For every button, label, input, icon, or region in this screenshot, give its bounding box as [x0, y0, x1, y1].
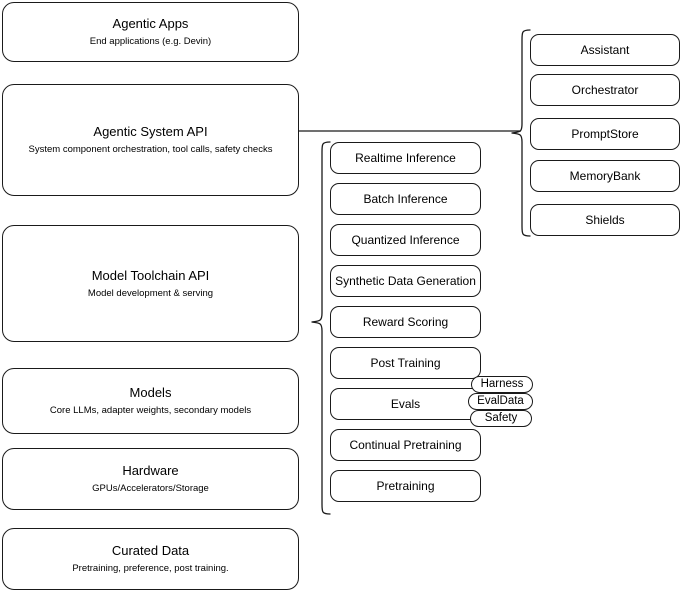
evals-badge-harness[interactable]: Harness — [471, 376, 533, 393]
system-component-memorybank[interactable]: MemoryBank — [530, 160, 680, 192]
system-component-label: Shields — [585, 213, 625, 227]
layer-curated-data[interactable]: Curated Data Pretraining, preference, po… — [2, 528, 299, 590]
toolchain-label: Reward Scoring — [362, 315, 449, 329]
layer-title: Hardware — [122, 463, 179, 478]
layer-subtitle: Model development & serving — [87, 287, 214, 299]
system-component-label: PromptStore — [571, 127, 639, 141]
toolchain-pretraining[interactable]: Pretraining — [330, 470, 481, 502]
toolchain-quantized-inference[interactable]: Quantized Inference — [330, 224, 481, 256]
toolchain-label: Pretraining — [376, 479, 435, 493]
layer-title: Agentic System API — [93, 124, 208, 139]
system-component-assistant[interactable]: Assistant — [530, 34, 680, 66]
badge-label: EvalData — [477, 395, 524, 407]
layer-subtitle: Core LLMs, adapter weights, secondary mo… — [49, 405, 252, 416]
layer-agentic-system-api[interactable]: Agentic System API System component orch… — [2, 84, 299, 196]
toolchain-reward-scoring[interactable]: Reward Scoring — [330, 306, 481, 338]
toolchain-post-training[interactable]: Post Training — [330, 347, 481, 379]
system-component-label: Assistant — [580, 43, 630, 57]
toolchain-label: Realtime Inference — [355, 151, 456, 165]
layer-subtitle: End applications (e.g. Devin) — [89, 36, 212, 47]
badge-label: Harness — [480, 378, 524, 390]
toolchain-evals[interactable]: Evals — [330, 388, 481, 420]
layer-title: Models — [129, 385, 172, 400]
system-component-shields[interactable]: Shields — [530, 204, 680, 236]
toolchain-realtime-inference[interactable]: Realtime Inference — [330, 142, 481, 174]
layer-agentic-apps[interactable]: Agentic Apps End applications (e.g. Devi… — [2, 2, 299, 62]
toolchain-label: Quantized Inference — [351, 233, 460, 247]
layer-title: Model Toolchain API — [91, 267, 210, 283]
system-component-label: Orchestrator — [571, 83, 639, 97]
layer-model-toolchain-api[interactable]: Model Toolchain API Model development & … — [2, 225, 299, 342]
brace-system-components — [510, 28, 532, 248]
toolchain-continual-pretraining[interactable]: Continual Pretraining — [330, 429, 481, 461]
brace-toolchain-components — [310, 140, 332, 518]
toolchain-label: Synthetic Data Generation — [335, 274, 476, 288]
evals-badge-safety[interactable]: Safety — [470, 410, 532, 427]
layer-subtitle: System component orchestration, tool cal… — [28, 144, 273, 155]
layer-subtitle: Pretraining, preference, post training. — [72, 563, 229, 574]
toolchain-batch-inference[interactable]: Batch Inference — [330, 183, 481, 215]
layer-title: Agentic Apps — [112, 16, 189, 31]
system-component-promptstore[interactable]: PromptStore — [530, 118, 680, 150]
toolchain-synthetic-data-generation[interactable]: Synthetic Data Generation — [330, 265, 481, 297]
system-component-orchestrator[interactable]: Orchestrator — [530, 74, 680, 106]
system-component-label: MemoryBank — [569, 169, 641, 183]
badge-label: Safety — [484, 412, 518, 424]
layer-subtitle: GPUs/Accelerators/Storage — [92, 483, 209, 494]
layer-hardware[interactable]: Hardware GPUs/Accelerators/Storage — [2, 448, 299, 510]
toolchain-label: Evals — [390, 397, 421, 411]
connector-system-api-to-components — [299, 126, 521, 136]
evals-badge-evaldata[interactable]: EvalData — [468, 393, 533, 410]
toolchain-label: Batch Inference — [363, 192, 448, 206]
layer-title: Curated Data — [111, 543, 190, 558]
toolchain-label: Post Training — [370, 356, 441, 370]
toolchain-label: Continual Pretraining — [349, 438, 462, 452]
layer-models[interactable]: Models Core LLMs, adapter weights, secon… — [2, 368, 299, 434]
